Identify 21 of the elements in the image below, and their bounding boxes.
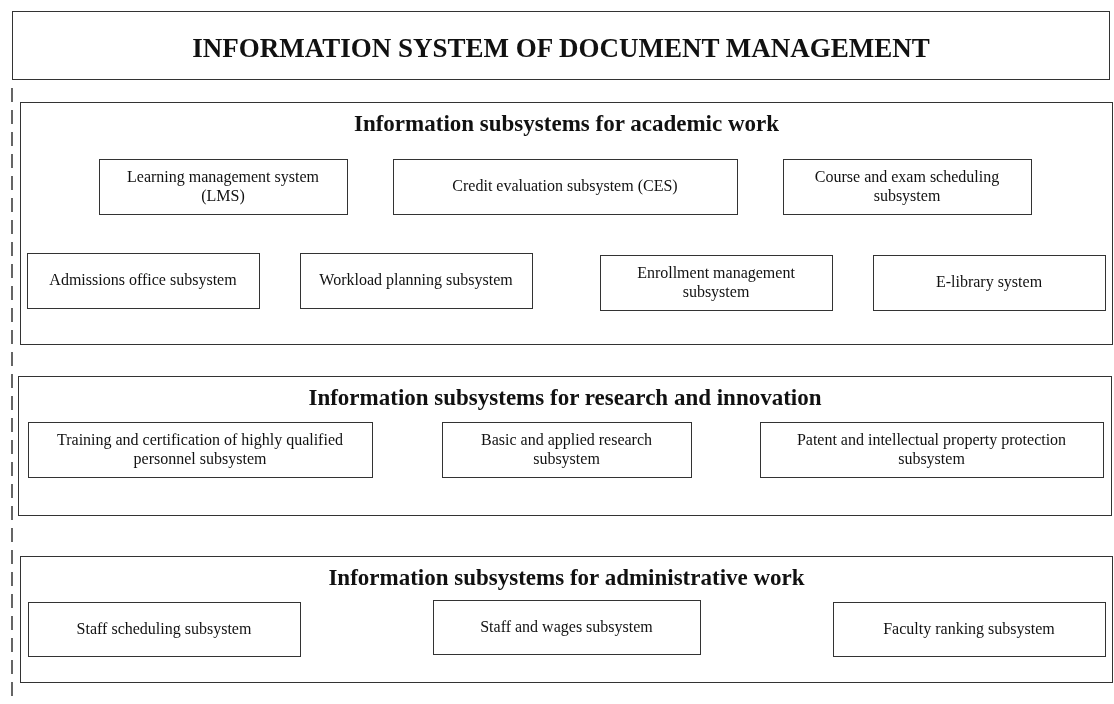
subsystem-box: Staff and wages subsystem bbox=[432, 599, 701, 655]
subsystem-box: Staff scheduling subsystem bbox=[27, 601, 301, 657]
group-heading: Information subsystems for administrative work bbox=[327, 565, 806, 591]
subsystem-box: Learning management system (LMS) bbox=[98, 158, 348, 215]
group-panel bbox=[20, 102, 1113, 345]
title-banner bbox=[12, 11, 1110, 80]
group-heading: Information subsystems for research and innovation bbox=[307, 385, 823, 411]
subsystem-box: Training and certification of highly qualified personnel subsystem bbox=[27, 421, 373, 478]
subsystem-box: Faculty ranking subsystem bbox=[832, 601, 1106, 657]
subsystem-box: Course and exam scheduling subsystem bbox=[782, 158, 1032, 215]
group-panel bbox=[18, 376, 1112, 516]
subsystem-box: Enrollment management subsystem bbox=[599, 254, 833, 311]
group-panel bbox=[20, 556, 1113, 683]
subsystem-box: Basic and applied research subsystem bbox=[441, 421, 692, 478]
subsystem-box: Workload planning subsystem bbox=[299, 252, 533, 309]
subsystem-box: E-library system bbox=[872, 254, 1106, 311]
subsystem-box: Patent and intellectual property protection subsystem bbox=[759, 421, 1104, 478]
subsystem-box: Credit evaluation subsystem (CES) bbox=[392, 158, 738, 215]
banner-heading: INFORMATION SYSTEM OF DOCUMENT MANAGEMENT bbox=[191, 33, 931, 64]
subsystem-box: Admissions office subsystem bbox=[26, 252, 260, 309]
group-heading: Information subsystems for academic work bbox=[352, 111, 781, 137]
